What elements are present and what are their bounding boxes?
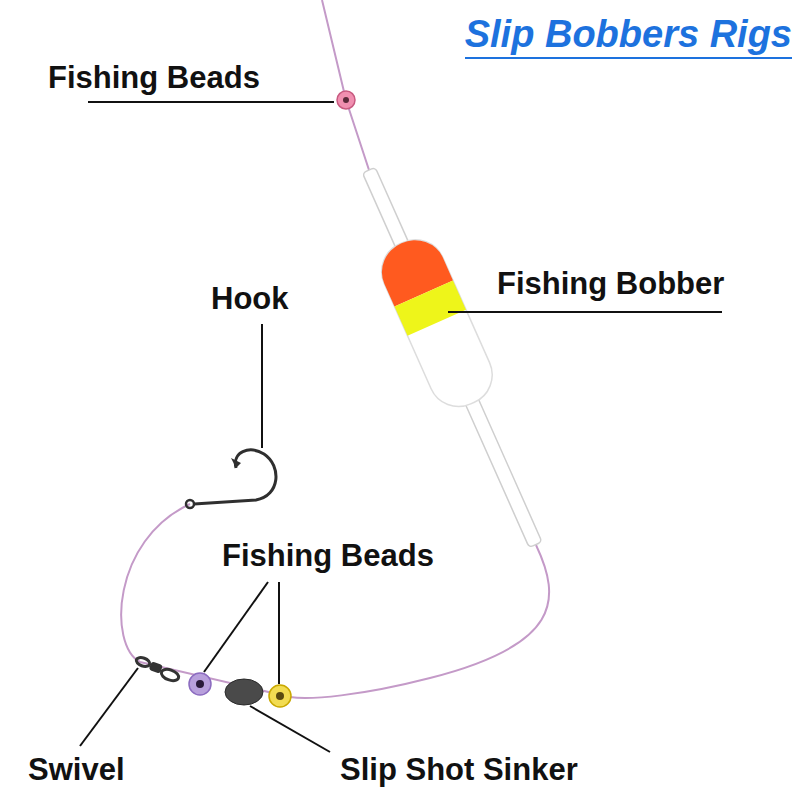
fishing-line bbox=[322, 0, 369, 170]
part-label: Slip Shot Sinker bbox=[340, 752, 578, 788]
part-label: Swivel bbox=[28, 752, 125, 788]
hook bbox=[186, 450, 276, 508]
bead-hole bbox=[343, 97, 349, 103]
part-label: Fishing Bobber bbox=[497, 266, 724, 302]
part-label: Fishing Beads bbox=[222, 538, 434, 574]
leader-line bbox=[448, 311, 722, 313]
bead bbox=[269, 685, 291, 707]
leader-line bbox=[250, 706, 330, 752]
bead bbox=[189, 673, 211, 695]
bead-hole bbox=[276, 692, 284, 700]
part-label: Hook bbox=[211, 281, 289, 317]
part-label: Fishing Beads bbox=[48, 60, 260, 96]
leader-line bbox=[80, 668, 138, 746]
leader-line bbox=[278, 582, 280, 684]
bead-hole bbox=[196, 680, 204, 688]
fishing-line bbox=[121, 504, 290, 697]
title: Slip Bobbers Rigs bbox=[465, 12, 792, 59]
bead bbox=[337, 91, 355, 109]
bobber bbox=[340, 157, 565, 558]
leader-line bbox=[261, 324, 263, 448]
leader-line bbox=[204, 582, 268, 672]
leader-line bbox=[88, 101, 334, 103]
swivel bbox=[135, 656, 180, 683]
sinker bbox=[225, 679, 263, 705]
